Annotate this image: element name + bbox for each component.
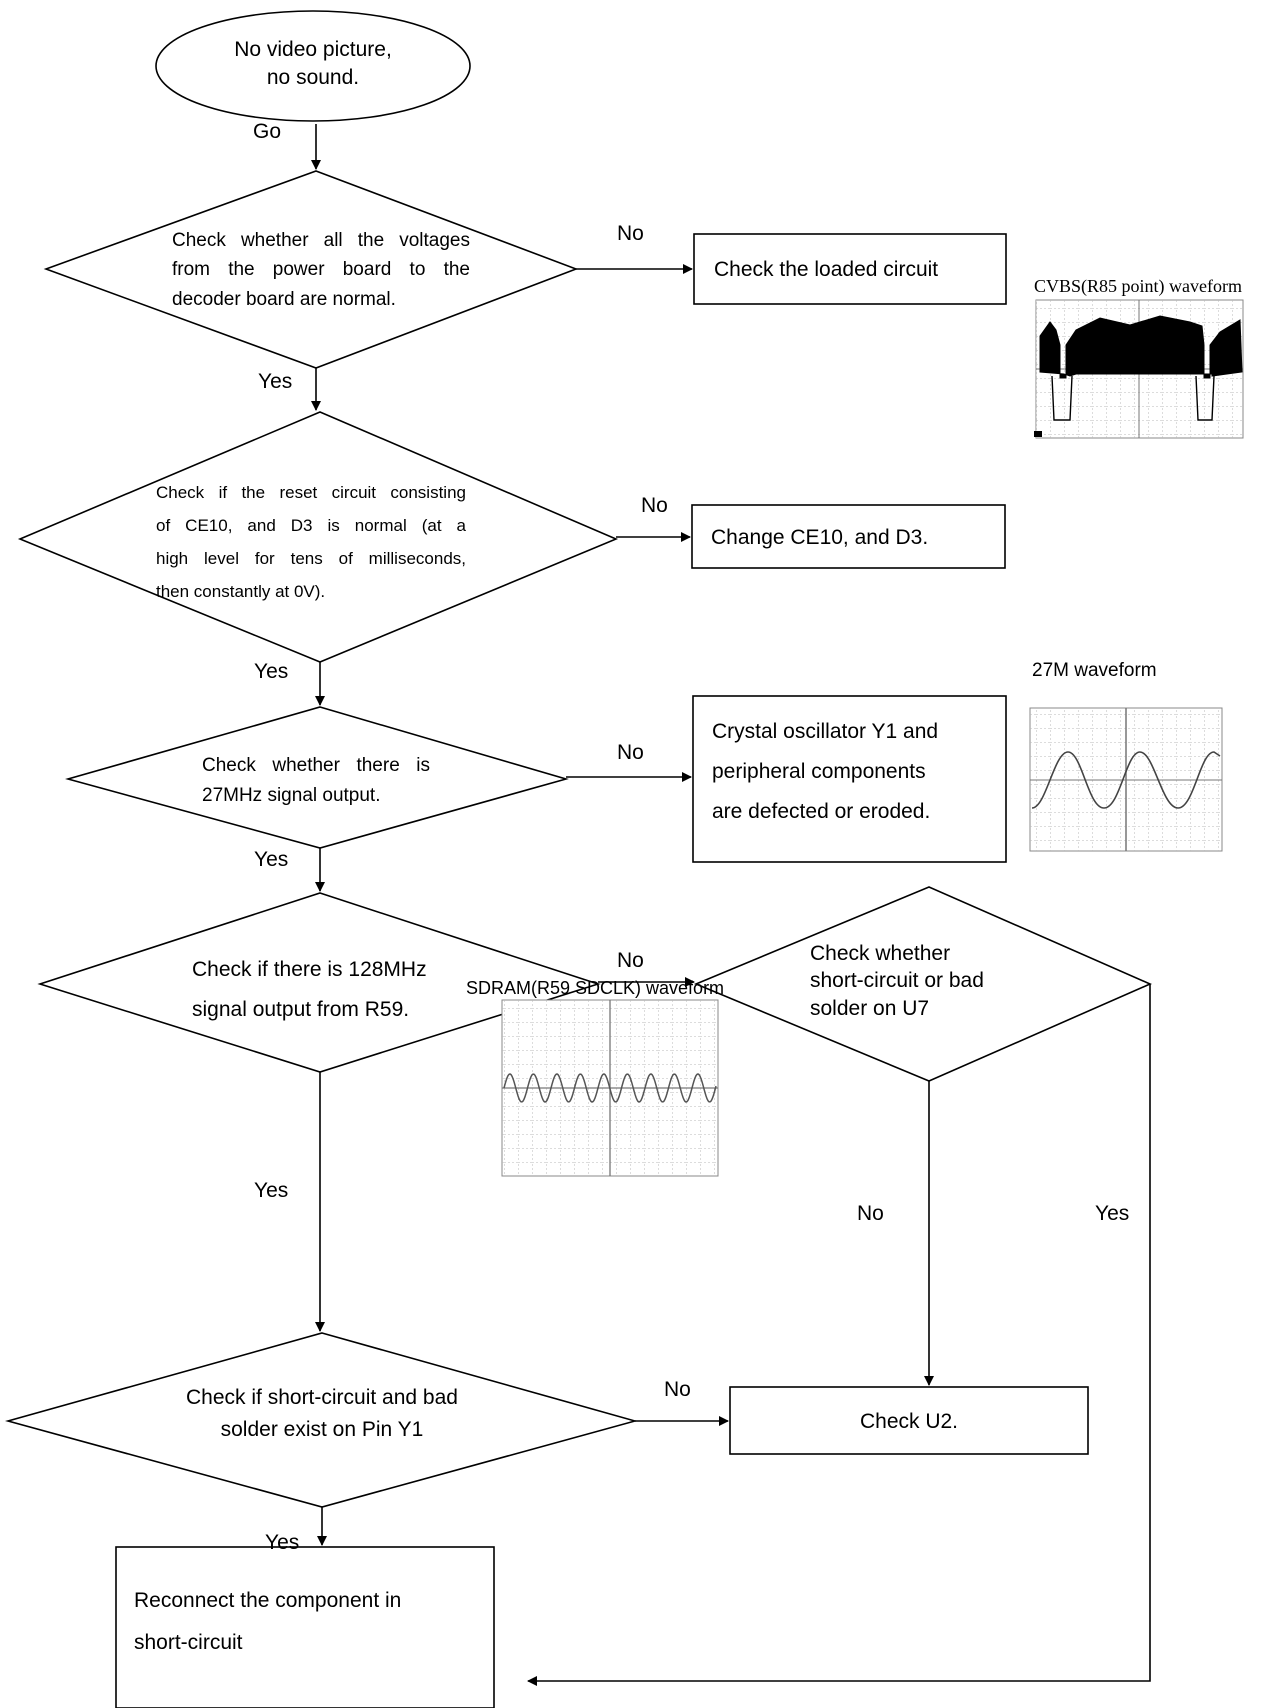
action-check-u2-text: Check U2. [859,1410,959,1433]
label-d1-yes: Yes [258,370,293,393]
action-change-ce10-d3-text: Change CE10, and D3. [711,526,929,549]
label-go: Go [253,120,282,143]
decision-pin-y1-text: Check if short-circuit and bad solder ex… [140,1382,504,1445]
cvbs-waveform-scope [1034,299,1244,439]
label-d6-no: No [664,1378,691,1401]
label-d5-yes: Yes [1095,1202,1130,1225]
action-change-ce10-d3 [691,504,1006,569]
action-reconnect-text: Reconnect the component in short-circuit [134,1580,401,1664]
arrow-d5-yes [527,984,1151,1686]
label-d2-no: No [641,494,668,517]
decision-reset-line-2: of CE10, and D3 is normal (at a [156,516,466,536]
start-line-1: No video picture, [234,38,392,61]
sdram-waveform-caption: SDRAM(R59 SDCLK) waveform [466,978,725,998]
action-reconnect-line-2: short-circuit [134,1631,243,1654]
action-crystal-oscillator [692,695,1007,863]
action-crystal-line-3: are defected or eroded. [712,799,931,823]
decision-voltages-line-2: from the power board to the [172,259,470,281]
label-d4-yes: Yes [254,1179,289,1202]
sdram-waveform-scope [501,999,719,1177]
action-crystal-oscillator-text: Crystal oscillator Y1 and peripheral com… [712,712,938,832]
decision-pin-y1-line-2: solder exist on Pin Y1 [220,1417,424,1441]
decision-voltages-text: Check whether all the voltages from the … [172,226,470,314]
decision-128mhz-line-1: Check if there is 128MHz [192,958,427,981]
decision-27mhz-line-1: Check whether there is [202,755,430,776]
label-d3-no: No [617,741,644,764]
decision-reset-text: Check if the reset circuit consisting of… [156,476,466,609]
decision-reset-line-4: then constantly at 0V). [156,582,326,602]
decision-128mhz-line-2: signal output from R59. [192,997,410,1021]
action-check-loaded-circuit-text: Check the loaded circuit [714,258,939,281]
action-crystal-line-1: Crystal oscillator Y1 and [712,720,939,743]
decision-u7-line-2: short-circuit or bad [810,969,984,993]
action-check-u2 [729,1386,1089,1455]
start-label: No video picture, no sound. [188,36,438,93]
action-reconnect-line-1: Reconnect the component in [134,1589,402,1612]
decision-27mhz-line-2: 27MHz signal output. [202,785,381,807]
decision-reset-line-1: Check if the reset circuit consisting [156,483,466,502]
decision-pin-y1-line-1: Check if short-circuit and bad [186,1386,458,1409]
decision-voltages-line-1: Check whether all the voltages [172,230,470,251]
label-d1-no: No [617,222,644,245]
decision-27mhz-text: Check whether there is 27MHz signal outp… [202,751,430,812]
label-d5-no: No [857,1202,884,1225]
start-terminal [155,10,471,122]
label-d4-no: No [617,949,644,972]
27m-waveform-caption: 27M waveform [1032,660,1157,681]
27m-waveform-scope [1029,707,1223,852]
label-d6-yes: Yes [265,1531,300,1554]
decision-u7-text: Check whether short-circuit or bad solde… [810,940,1050,1022]
start-line-2: no sound. [266,66,360,90]
label-d3-yes: Yes [254,848,289,871]
action-reconnect-component [115,1546,495,1708]
label-d2-yes: Yes [254,660,289,683]
cvbs-waveform-caption: CVBS(R85 point) waveform [1034,276,1242,296]
action-check-loaded-circuit [693,233,1007,305]
decision-u7-line-1: Check whether [810,942,951,965]
decision-128mhz-text: Check if there is 128MHz signal output f… [192,950,472,1030]
decision-reset-line-3: high level for tens of milliseconds, [156,549,466,569]
action-crystal-line-2: peripheral components [712,759,926,783]
decision-voltages-line-3: decoder board are normal. [172,288,396,310]
decision-u7-line-3: solder on U7 [810,996,930,1020]
